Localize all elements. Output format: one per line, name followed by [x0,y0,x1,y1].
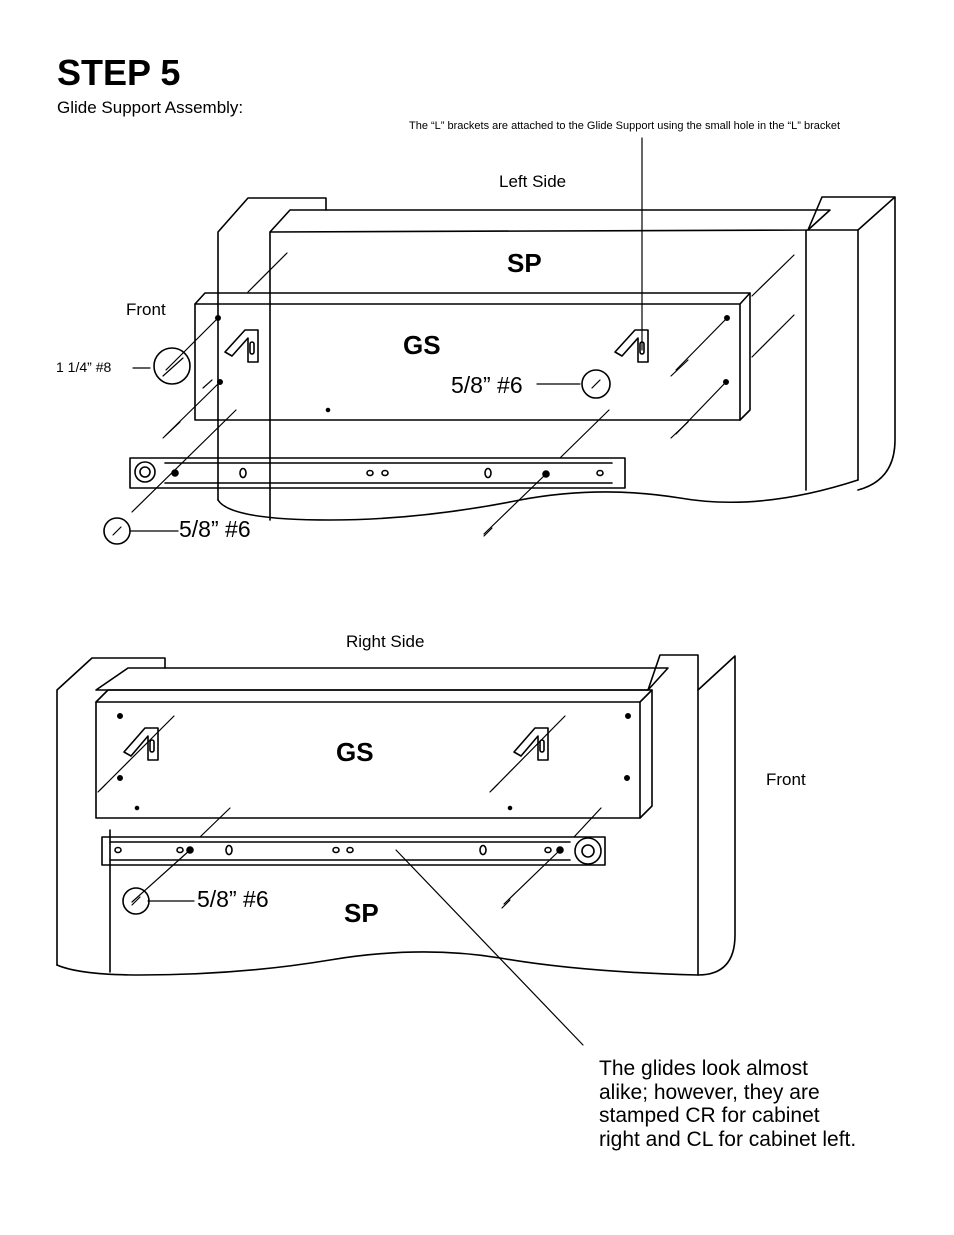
top-glide-support [195,293,750,420]
page-subtitle: Glide Support Assembly: [57,98,244,117]
front-label-bottom: Front [766,770,806,789]
side-panel-label-top: SP [507,248,542,278]
bracket-note: The “L” brackets are attached to the Gli… [409,120,841,132]
screw-short-label-a: 5/8” #6 [451,372,523,398]
bottom-glide-support [96,690,652,818]
left-side-label: Left Side [499,172,567,191]
screw-long-label: 1 1/4” #8 [56,359,112,375]
bottom-screws [98,784,510,908]
bottom-screw-guide-lines [100,716,601,1045]
bottom-l-bracket-left [124,728,158,760]
side-panel-label-bottom: SP [344,898,379,928]
front-label-top: Front [126,300,166,319]
top-screws [113,358,688,536]
glide-support-label-bottom: GS [336,737,374,767]
top-screw-callout-circles [104,348,610,544]
top-l-bracket-right [615,330,648,362]
screw-short-label-c: 5/8” #6 [197,886,269,912]
screw-short-label-b: 5/8” #6 [179,516,251,542]
bottom-cabinet-side [57,655,735,975]
page-title: STEP 5 [57,52,181,93]
top-l-bracket-left [225,330,258,362]
top-glide-rail [130,458,625,488]
right-side-label: Right Side [346,632,425,651]
bottom-screw-callout-circle [123,888,149,914]
top-cabinet-side [218,197,895,520]
bottom-l-bracket-right [514,728,548,760]
bottom-glide-rail [102,837,605,865]
glide-support-label-top: GS [403,330,441,360]
top-screw-guide-lines [130,138,794,534]
glides-note: The glides look almost alike; however, t… [599,1057,857,1151]
